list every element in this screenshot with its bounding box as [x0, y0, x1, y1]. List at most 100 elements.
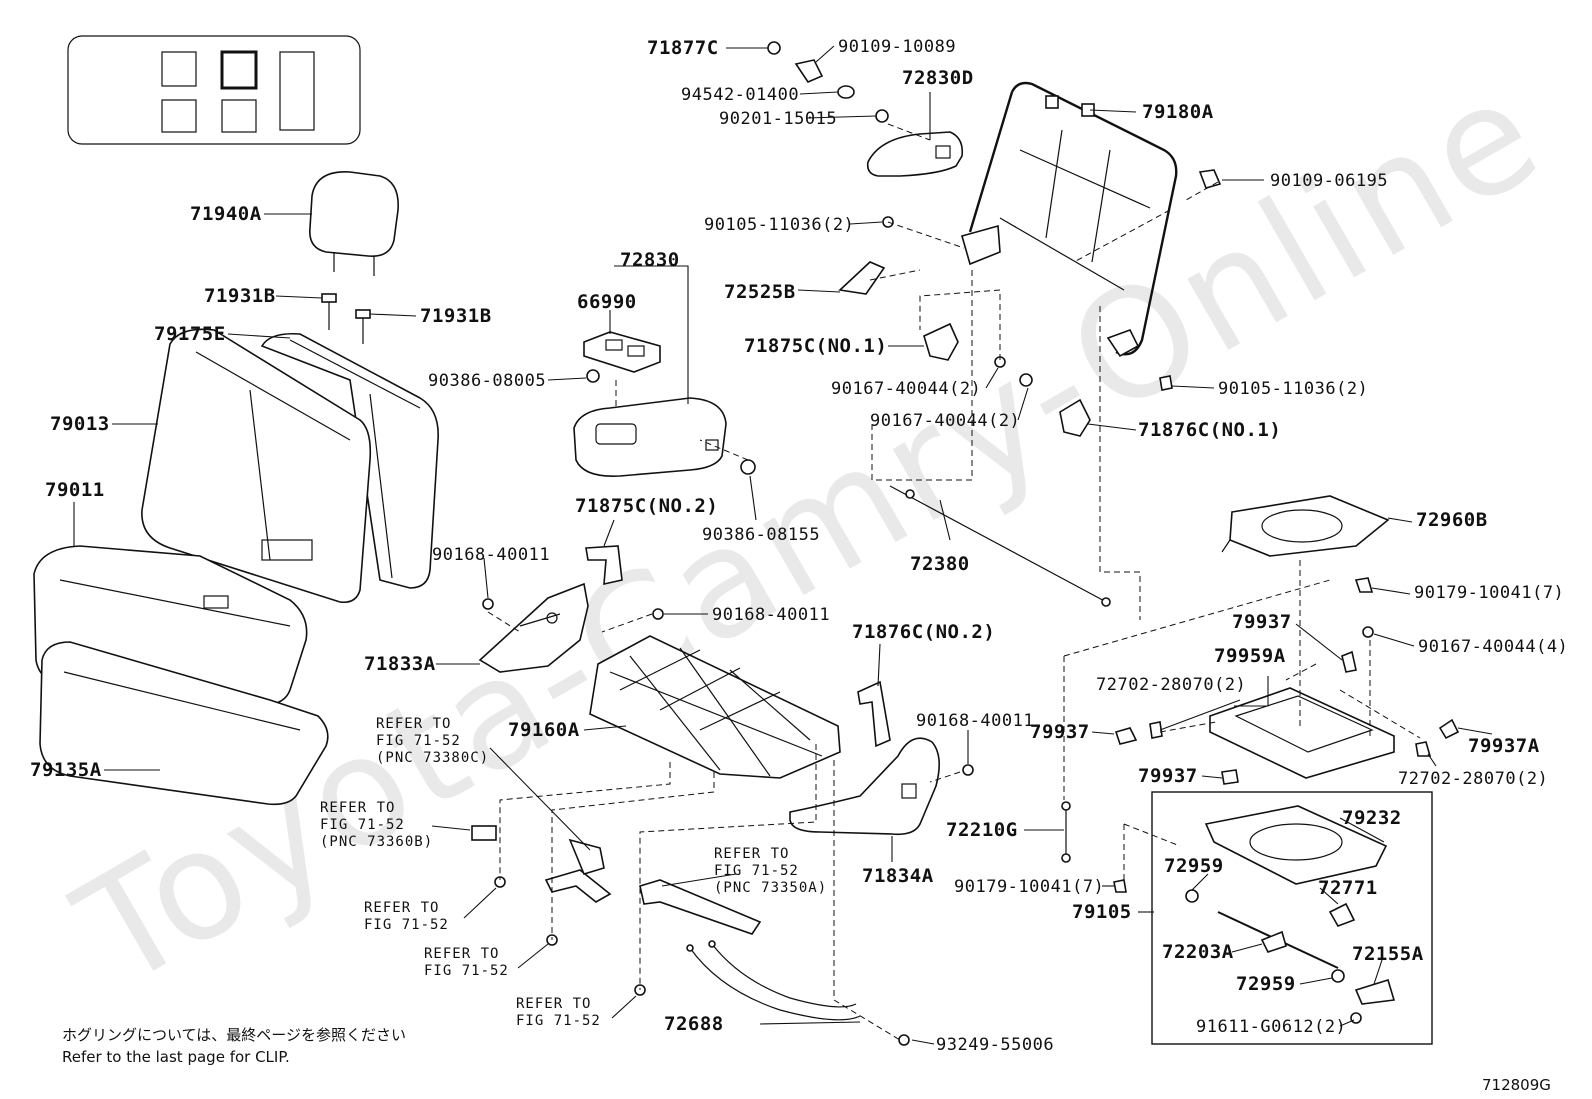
refer-3-line3: (PNC 73350A)	[714, 880, 827, 896]
refer-3-line2: FIG 71-52	[714, 863, 799, 879]
bushing-90386-08155	[740, 459, 756, 475]
label-90168-40011c: 90168-40011	[916, 711, 1034, 731]
refer-2-line3: (PNC 73360B)	[320, 834, 433, 850]
label-72203A: 72203A	[1162, 941, 1234, 963]
refer-labels: REFER TO FIG 71-52 (PNC 73380C) REFER TO…	[320, 716, 827, 1029]
clip-note-jp: ホグリングについては、最終ページを参照ください	[62, 1026, 406, 1044]
seatback-79175E	[260, 332, 439, 589]
label-90201-15015: 90201-15015	[719, 109, 837, 129]
bracket-79937A	[1438, 718, 1460, 740]
refer-4-line2: FIG 71-52	[364, 917, 449, 933]
seatback-79013	[141, 328, 372, 604]
nut-90201-15015	[875, 109, 889, 123]
bushing-72959b	[1331, 969, 1345, 983]
label-72771: 72771	[1318, 877, 1378, 899]
label-66990: 66990	[577, 291, 637, 313]
bracket-79937b	[1114, 727, 1138, 745]
refer-5-line1: REFER TO	[424, 946, 499, 962]
label-79937c: 79937	[1138, 765, 1198, 787]
bolt-90167-40044c	[1362, 626, 1374, 638]
cable-72380	[889, 485, 1111, 607]
label-90386-08005: 90386-08005	[428, 371, 546, 391]
label-90109-06195: 90109-06195	[1270, 171, 1388, 191]
refer-bolt-a	[494, 876, 506, 888]
label-90167-40044c: 90167-40044(4)	[1418, 637, 1568, 657]
seatback-frame-79180A	[961, 81, 1178, 358]
label-90179-10041a: 90179-10041(7)	[1414, 583, 1564, 603]
clip-note-en: Refer to the last page for CLIP.	[62, 1048, 290, 1066]
refer-2-line1: REFER TO	[320, 800, 395, 816]
headrest-71940A	[309, 171, 399, 276]
label-79232: 79232	[1342, 807, 1402, 829]
label-79105: 79105	[1072, 901, 1132, 923]
label-72688: 72688	[664, 1013, 724, 1035]
label-90109-10089: 90109-10089	[838, 37, 956, 57]
label-90179-10041b: 90179-10041(7)	[954, 877, 1104, 897]
plate-79232	[1204, 805, 1388, 885]
label-72830D: 72830D	[902, 67, 974, 89]
label-72155A: 72155A	[1352, 943, 1424, 965]
seat-cushion-79135A	[39, 641, 329, 806]
label-72959a: 72959	[1164, 855, 1224, 877]
label-90386-08155: 90386-08155	[702, 525, 820, 545]
label-71876C-no1: 71876C(NO.1)	[1138, 419, 1281, 441]
headrest-support-71931B	[321, 293, 371, 344]
label-71834A: 71834A	[862, 865, 934, 887]
label-90168-40011b: 90168-40011	[712, 605, 830, 625]
label-79160A: 79160A	[508, 719, 580, 741]
base-frame-79959A	[1209, 687, 1395, 779]
cushion-frame-79160A	[589, 635, 841, 779]
bolt-90168-40011a	[482, 598, 494, 610]
refer-2-line2: FIG 71-52	[320, 817, 405, 833]
refer-5-line2: FIG 71-52	[424, 963, 509, 979]
cup-holder-66990	[583, 331, 661, 373]
label-71875C-no1: 71875C(NO.1)	[744, 335, 887, 357]
refer-3-line1: REFER TO	[714, 846, 789, 862]
refer-1-line2: FIG 71-52	[376, 733, 461, 749]
diagram-id: 712809G	[1482, 1076, 1551, 1094]
refer-part-73360B	[471, 825, 497, 841]
bolt-90179-10041a	[1354, 577, 1374, 593]
label-90105-11036b: 90105-11036(2)	[1218, 379, 1368, 399]
label-79180A: 79180A	[1142, 101, 1214, 123]
bracket-71875C-no2	[585, 545, 623, 586]
bracket-71876C-no2	[857, 680, 891, 748]
bolt-90105-11036b	[1159, 375, 1173, 391]
refer-6-line2: FIG 71-52	[516, 1013, 601, 1029]
bushing-90386-08005	[586, 369, 600, 383]
bushing-72959a	[1185, 889, 1199, 903]
bolt-90109-10089	[794, 59, 824, 83]
label-79959A: 79959A	[1214, 645, 1286, 667]
refer-1-line3: (PNC 73380C)	[376, 750, 489, 766]
bolt-90168-40011b	[652, 608, 664, 620]
bolt-90167-40044b	[1019, 373, 1033, 387]
rod-72203A	[1217, 911, 1339, 969]
bracket-79937c	[1221, 769, 1239, 785]
label-71833A: 71833A	[364, 653, 436, 675]
assembly-box-79105	[1151, 791, 1433, 1045]
label-71931B-b: 71931B	[420, 305, 492, 327]
bracket-79937a	[1341, 650, 1357, 673]
label-72960B: 72960B	[1416, 509, 1488, 531]
label-71875C-no2: 71875C(NO.2)	[575, 495, 718, 517]
bolt-72702-28070a	[1149, 721, 1163, 739]
refer-part-73380C	[568, 838, 605, 875]
armrest-72830	[573, 397, 727, 477]
leader-lines	[73, 45, 1493, 1045]
label-71877C: 71877C	[647, 37, 719, 59]
bolt-72702-28070b	[1415, 741, 1432, 757]
spring-72771	[1328, 902, 1356, 927]
refer-1-line1: REFER TO	[376, 716, 451, 732]
hinge-71833A	[478, 582, 589, 673]
label-71931B-a: 71931B	[204, 285, 276, 307]
washer-94542-01400	[837, 85, 855, 99]
nut-71877C	[767, 41, 781, 55]
bracket-71875C-no1	[923, 322, 959, 361]
cover-71834A	[789, 737, 940, 836]
label-91611-G0612: 91611-G0612(2)	[1196, 1017, 1346, 1037]
cable-72688	[686, 940, 861, 1021]
bolt-90168-40011c	[962, 764, 974, 776]
label-79937a: 79937	[1232, 611, 1292, 633]
